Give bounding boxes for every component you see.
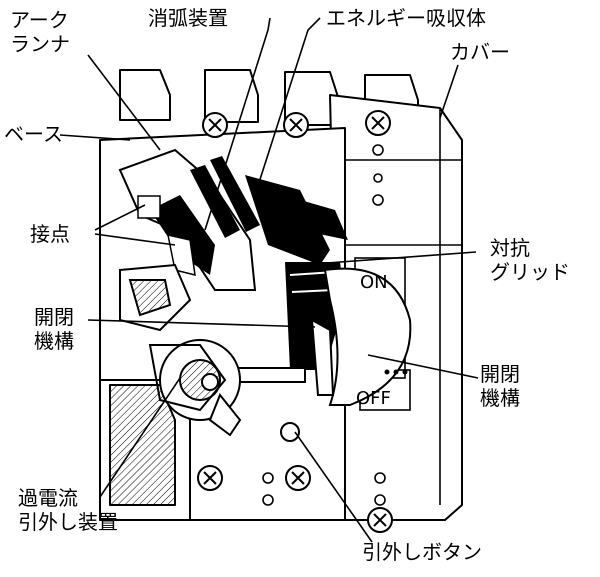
trip-button-shape [280,422,300,442]
label-opening-mechanism-right: 開閉 機構 [480,362,520,410]
label-opening-mechanism-left: 開閉 機構 [34,305,74,353]
opening-lever: ON OFF [234,267,412,409]
off-marking: OFF [356,388,391,409]
leader-arc-runner [87,54,161,151]
leader-energy-absorber [254,17,321,196]
leader-contacts-2 [94,233,176,246]
cover-detail [262,108,462,506]
leader-lines [59,17,479,543]
terminal-screws [197,110,393,533]
leader-opening-left [87,319,316,328]
label-cover: カバー [450,40,510,64]
label-base: ベース [4,122,63,146]
leader-contacts-1 [94,204,146,231]
leader-base [59,134,131,141]
trip-mechanism [119,263,300,442]
leader-overcurrent [99,377,181,498]
label-arc-extinguisher: 消弧装置 [148,6,228,30]
leader-resistance-grid [299,251,477,266]
label-overcurrent-trip-device: 過電流 引外し装置 [18,486,118,534]
label-arc-runner: アーク ランナ [10,8,70,56]
leader-trip-button [294,431,373,543]
label-trip-button: 引外しボタン [362,540,482,564]
leader-arc-extinguisher [204,17,271,231]
on-marking: ON [360,272,388,293]
label-contacts: 接点 [30,222,70,246]
leader-cover [439,64,459,119]
label-resistance-grid: 対抗 グリッド [490,236,570,284]
label-energy-absorber: エネルギー吸収体 [326,6,486,30]
leader-opening-right [367,354,479,379]
